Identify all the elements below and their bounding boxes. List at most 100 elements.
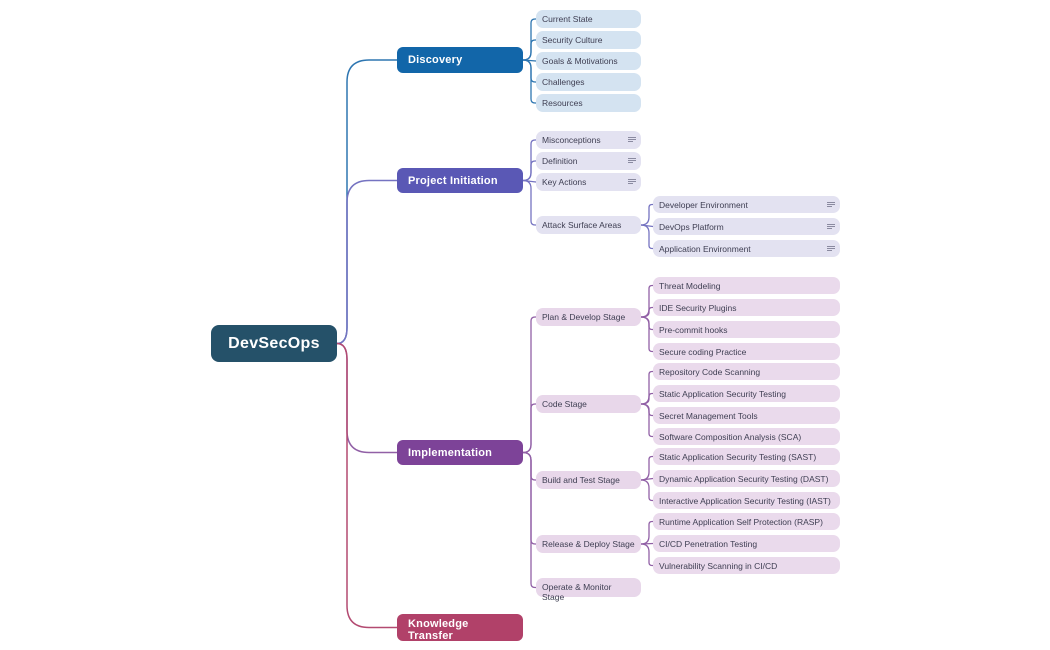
connector [640,370,654,405]
connector [522,451,537,589]
mindmap-node-branch-3[interactable]: Knowledge Transfer [397,614,523,641]
connector [522,139,537,182]
mindmap-node-1-1[interactable]: Definition [536,152,641,170]
node-label: Static Application Security Testing [659,388,786,399]
mindmap-node-1-0[interactable]: Misconceptions [536,131,641,149]
note-lines-icon [628,136,636,143]
node-label: Challenges [542,77,585,87]
mindmap-node-root[interactable]: DevSecOps [211,325,337,362]
node-label: Resources [542,98,583,108]
mindmap-node-0-1[interactable]: Security Culture [536,31,641,49]
node-label: IDE Security Plugins [659,302,737,313]
node-label: Secure coding Practice [659,346,747,357]
node-label: Project Initiation [408,174,498,187]
node-label: DevSecOps [228,334,320,352]
connector [522,451,537,481]
note-lines-icon [628,157,636,164]
node-label: Knowledge Transfer [408,618,469,641]
mindmap-node-2-1-3[interactable]: Software Composition Analysis (SCA) [653,428,840,445]
mindmap-node-2-0-3[interactable]: Secure coding Practice [653,343,840,360]
node-label: Threat Modeling [659,280,721,291]
connector [522,316,537,454]
node-label: Vulnerability Scanning in CI/CD [659,560,778,571]
connector [640,284,654,318]
connector [336,59,398,345]
connector [640,224,654,250]
mindmap-node-2-2[interactable]: Build and Test Stage [536,471,641,489]
node-label: Current State [542,14,593,24]
connector [640,479,654,502]
note-lines-icon [827,201,835,208]
mindmap-node-branch-2[interactable]: Implementation [397,440,523,465]
mindmap-node-1-3-0[interactable]: Developer Environment [653,196,840,213]
mindmap-node-branch-0[interactable]: Discovery [397,47,523,73]
mindmap-node-2-4[interactable]: Operate & Monitor Stage [536,578,641,602]
mindmap-node-2-1-2[interactable]: Secret Management Tools [653,407,840,424]
node-label: Static Application Security Testing (SAS… [659,451,817,462]
node-label: Release & Deploy Stage [542,539,635,549]
mindmap-node-2-3-0[interactable]: Runtime Application Self Protection (RAS… [653,513,840,530]
node-label: Code Stage [542,399,587,409]
note-lines-icon [628,178,636,185]
mindmap-node-2-3-1[interactable]: CI/CD Penetration Testing [653,535,840,552]
connector [522,59,537,104]
node-label: Build and Test Stage [542,475,620,485]
note-lines-icon [827,223,835,230]
mindmap-node-1-3-1[interactable]: DevOps Platform [653,218,840,235]
mindmap-node-2-0-2[interactable]: Pre-commit hooks [653,321,840,338]
connector [640,392,654,405]
connector [522,160,537,182]
mindmap-node-2-1-0[interactable]: Repository Code Scanning [653,363,840,380]
connector [640,520,654,545]
connector [640,306,654,318]
connector [522,179,537,226]
mindmap-node-0-2[interactable]: Goals & Motivations [536,52,641,70]
node-label: Software Composition Analysis (SCA) [659,431,802,442]
mindmap-node-1-3[interactable]: Attack Surface Areas [536,216,641,234]
mindmap-node-1-2[interactable]: Key Actions [536,173,641,191]
node-label: Security Culture [542,35,603,45]
mindmap-node-0-3[interactable]: Challenges [536,73,641,91]
node-label: CI/CD Penetration Testing [659,538,758,549]
node-label: Attack Surface Areas [542,220,622,230]
mindmap-node-2-2-2[interactable]: Interactive Application Security Testing… [653,492,840,509]
connector [640,316,654,353]
node-label: Plan & Develop Stage [542,312,626,322]
mindmap-node-2-3-2[interactable]: Vulnerability Scanning in CI/CD [653,557,840,574]
mindmap-node-2-1[interactable]: Code Stage [536,395,641,413]
connector [640,543,654,567]
connector [522,451,537,545]
connector [336,342,398,629]
node-label: Application Environment [659,243,751,254]
connector [522,39,537,61]
node-label: Pre-commit hooks [659,324,728,335]
node-label: DevOps Platform [659,221,724,232]
connector [640,455,654,481]
mindmap-node-1-3-2[interactable]: Application Environment [653,240,840,257]
node-label: Definition [542,156,578,166]
mindmap-node-0-4[interactable]: Resources [536,94,641,112]
mindmap-node-2-3[interactable]: Release & Deploy Stage [536,535,641,553]
node-label: Implementation [408,446,493,459]
mindmap-node-2-2-0[interactable]: Static Application Security Testing (SAS… [653,448,840,465]
node-label: Dynamic Application Security Testing (DA… [659,473,829,484]
note-lines-icon [827,245,835,252]
connector [336,179,398,345]
node-label: Operate & Monitor Stage [542,582,612,602]
node-label: Discovery [408,54,463,66]
mindmap-node-2-0-1[interactable]: IDE Security Plugins [653,299,840,316]
connector [640,403,654,438]
mindmap-node-2-1-1[interactable]: Static Application Security Testing [653,385,840,402]
node-label: Interactive Application Security Testing… [659,496,831,506]
mindmap-node-2-0-0[interactable]: Threat Modeling [653,277,840,294]
node-label: Developer Environment [659,199,748,210]
connector [640,203,654,226]
mindmap-node-2-0[interactable]: Plan & Develop Stage [536,308,641,326]
connector [336,342,398,454]
mindmap-node-branch-1[interactable]: Project Initiation [397,168,523,193]
node-label: Misconceptions [542,135,601,145]
mindmap-node-0-0[interactable]: Current State [536,10,641,28]
mindmap-node-2-2-1[interactable]: Dynamic Application Security Testing (DA… [653,470,840,487]
